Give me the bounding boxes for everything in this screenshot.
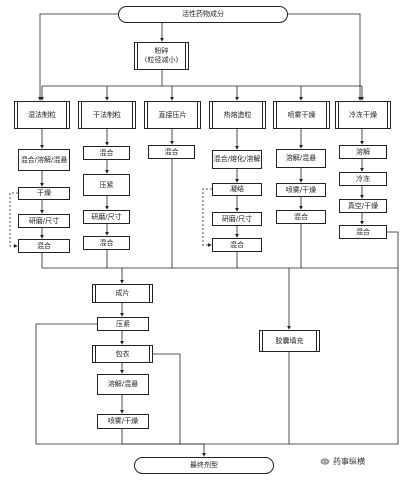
- dry-granulation-label: 干法制粒: [93, 110, 121, 119]
- start-node: 活性药物成分: [118, 6, 288, 23]
- milling-label: 粉碎 (粒径减小): [144, 47, 179, 64]
- wet-mix-node: 混合/溶解/混悬: [18, 149, 70, 171]
- hot-melt-blend-node: 混合: [212, 238, 262, 252]
- spray-blend-node: 混合: [276, 210, 326, 224]
- coat-dissolve-node: 溶解/混悬: [97, 374, 149, 395]
- coat-spray-node: 喷雾/干燥: [97, 414, 149, 429]
- hm-skip: [202, 188, 212, 247]
- final-dosage-node: 最终剂型: [134, 457, 274, 474]
- milling-node: 粉碎 (粒径减小): [134, 42, 189, 70]
- dry-mix-node: 混合: [83, 146, 130, 160]
- freeze-freeze-node: 冷冻: [339, 172, 387, 186]
- wet-blend-node: 混合: [18, 239, 70, 253]
- hot-melt-cool-node: 凝结: [212, 183, 262, 196]
- coat-dissolve-label: 溶解/混悬: [107, 380, 139, 388]
- freeze-blend-label: 混合: [356, 227, 370, 236]
- hot-melt-size-label: 研磨/尺寸: [221, 214, 253, 223]
- dry-granulation-node: 干法制粒: [78, 101, 136, 129]
- dry-blend-label: 混合: [99, 238, 114, 247]
- freeze-drying-label: 冷冻干燥: [349, 110, 377, 119]
- start-right-bypass: [288, 13, 362, 101]
- dry-mix-label: 混合: [99, 148, 114, 157]
- hot-melt-blend-label: 混合: [230, 240, 244, 249]
- coating-node: 包衣: [92, 345, 153, 363]
- start-left-bypass: [38, 13, 118, 101]
- freeze-blend-node: 混合: [339, 225, 387, 239]
- start-label: 活性药物成分: [182, 10, 224, 18]
- right-bypass: [289, 268, 399, 445]
- wet-size-node: 研磨/尺寸: [18, 214, 70, 228]
- m6: [387, 231, 399, 268]
- hot-melt-mix-label: 混合/熔化/溶解: [213, 155, 261, 163]
- spray-dry-step-node: 喷雾/干燥: [276, 183, 326, 197]
- spray-dry-step-label: 喷雾/干燥: [285, 185, 317, 194]
- spray-drying-node: 喷雾干燥: [273, 101, 330, 129]
- hot-melt-mix-node: 混合/熔化/溶解: [212, 150, 262, 169]
- capsule-down: [204, 352, 290, 445]
- wet-mix-label: 混合/溶解/混悬: [20, 155, 68, 164]
- wet-granulation-node: 湿法制粒: [14, 101, 70, 129]
- freeze-vacuum-node: 真空/干燥: [339, 199, 387, 213]
- tablet-node: 成片: [92, 284, 153, 303]
- spray-blend-label: 混合: [294, 212, 308, 221]
- dry-compact-node: 压紧: [83, 174, 130, 196]
- tablet-label: 成片: [115, 289, 130, 297]
- freeze-vacuum-label: 真空/干燥: [347, 201, 379, 210]
- wet-dry-label: 干燥: [37, 189, 51, 197]
- freeze-dissolve-node: 溶解: [339, 145, 387, 159]
- dry-blend-node: 混合: [83, 236, 130, 250]
- capsule-filling-label: 胶囊填充: [275, 336, 304, 345]
- dry-size-label: 研磨/尺寸: [91, 212, 122, 221]
- compress-node: 压紧: [97, 317, 149, 331]
- final-dosage-label: 最终剂型: [190, 461, 218, 469]
- dry-compact-label: 压紧: [99, 180, 114, 189]
- hot-melt-node: 热熔造粒: [209, 101, 266, 129]
- direct-mix-label: 混合: [164, 147, 179, 156]
- coating-label: 包衣: [115, 349, 130, 358]
- spray-dissolve-node: 溶解/混悬: [276, 149, 326, 168]
- wet-granulation-label: 湿法制粒: [28, 110, 56, 119]
- direct-compression-label: 直接压片: [158, 110, 187, 119]
- coat-bypass: [153, 353, 181, 444]
- coat-spray-label: 喷雾/干燥: [107, 417, 139, 425]
- freeze-dissolve-label: 溶解: [356, 147, 370, 156]
- chat-bubble-icon: [320, 457, 330, 466]
- spray-dissolve-label: 溶解/混悬: [285, 154, 317, 162]
- direct-mix-node: 混合: [148, 145, 195, 159]
- wet-blend-label: 混合: [37, 241, 51, 250]
- compress-bypass: [35, 323, 204, 445]
- watermark: 药事纵横: [320, 456, 365, 467]
- wet-skip: [9, 192, 18, 248]
- wet-dry-node: 干燥: [18, 187, 70, 200]
- freeze-freeze-label: 冷冻: [356, 174, 370, 183]
- freeze-drying-node: 冷冻干燥: [335, 101, 391, 129]
- compress-label: 压紧: [116, 319, 130, 328]
- hot-melt-size-node: 研磨/尺寸: [212, 212, 262, 226]
- wet-size-label: 研磨/尺寸: [28, 216, 60, 225]
- hot-melt-label: 热熔造粒: [223, 110, 252, 119]
- direct-compression-node: 直接压片: [144, 101, 201, 129]
- dry-size-node: 研磨/尺寸: [83, 210, 130, 224]
- capsule-filling-node: 胶囊填充: [259, 330, 320, 352]
- spray-drying-label: 喷雾干燥: [287, 110, 316, 119]
- hot-melt-cool-label: 凝结: [230, 185, 244, 193]
- tab-e: [121, 429, 204, 445]
- watermark-text: 药事纵横: [333, 457, 365, 466]
